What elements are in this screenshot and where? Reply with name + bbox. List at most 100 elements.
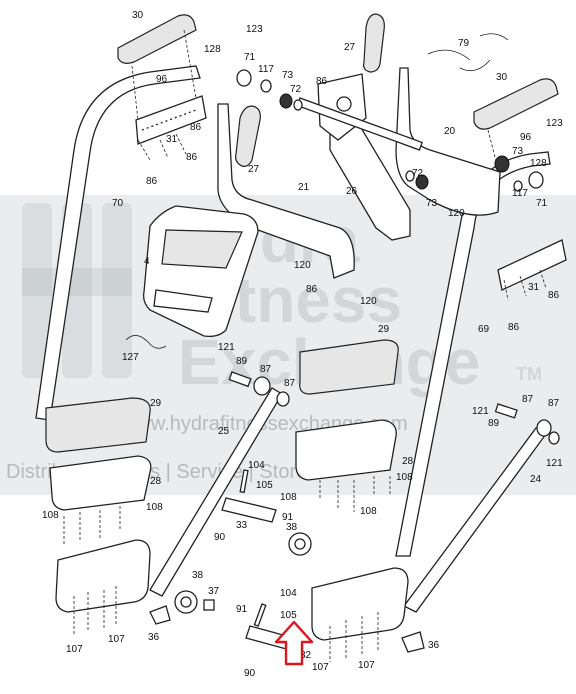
callout: 71 <box>536 198 548 209</box>
callout: 21 <box>298 182 310 193</box>
callout: 120 <box>294 260 311 271</box>
callout: 117 <box>512 188 528 199</box>
callout: 38 <box>192 570 204 581</box>
left-upper-arm <box>35 65 201 421</box>
callout: 89 <box>236 356 248 367</box>
callout: 89 <box>488 418 500 429</box>
brand-logo-icon <box>22 203 132 378</box>
callout: 38 <box>286 522 298 533</box>
callout: 36 <box>148 632 160 643</box>
callout: 20 <box>444 126 456 137</box>
up-arrow-icon <box>274 620 314 666</box>
right-grip <box>363 13 385 73</box>
callout: 27 <box>344 42 356 53</box>
right-handle-cover <box>497 239 567 291</box>
callout: 120 <box>448 208 465 219</box>
wire-harness <box>125 335 167 349</box>
upper-bracket <box>221 497 277 523</box>
callout: 86 <box>146 176 158 187</box>
callout: 70 <box>112 198 124 209</box>
callout: 29 <box>150 398 162 409</box>
callout: 108 <box>396 472 413 483</box>
callout: 121 <box>546 458 563 469</box>
left-grip <box>235 105 261 167</box>
callout: 24 <box>530 474 542 485</box>
callout: 32 <box>300 650 312 661</box>
right-pedal-frame <box>295 419 397 481</box>
callout: 108 <box>146 502 163 513</box>
callout: 86 <box>306 284 318 295</box>
callout: 36 <box>428 640 440 651</box>
left-handle-grip <box>117 14 197 64</box>
callout: 37 <box>208 586 220 597</box>
callout: 108 <box>42 510 59 521</box>
callout: 87 <box>548 398 560 409</box>
callout-labels: 30 123 128 71 117 73 72 96 31 86 86 86 2… <box>42 10 563 679</box>
callout: 104 <box>248 460 265 471</box>
callout: 33 <box>236 520 248 531</box>
screws-107 <box>73 586 379 662</box>
center-mast <box>329 125 411 241</box>
watermark-trademark: TM <box>516 364 542 384</box>
callout: 86 <box>186 152 198 163</box>
callout: 71 <box>244 52 256 63</box>
callout: 72 <box>412 168 424 179</box>
callout: 128 <box>530 158 547 169</box>
left-clip <box>149 605 171 625</box>
callout: 127 <box>122 352 139 363</box>
callout: 30 <box>132 10 144 21</box>
callout: 90 <box>244 668 256 679</box>
bushing-set-upper-left <box>236 69 303 111</box>
callout: 108 <box>280 492 297 503</box>
callout: 121 <box>218 342 235 353</box>
callout: 29 <box>378 324 390 335</box>
callout: 91 <box>236 604 248 615</box>
callout: 105 <box>280 610 297 621</box>
callout: 73 <box>512 146 524 157</box>
callout: 128 <box>204 44 221 55</box>
callout: 96 <box>156 74 168 85</box>
callout: 30 <box>496 72 508 83</box>
callout: 123 <box>546 118 563 129</box>
callout: 107 <box>312 662 329 673</box>
callout: 86 <box>316 76 328 87</box>
callout: 105 <box>256 480 273 491</box>
parts-drawing <box>35 13 567 662</box>
callout: 31 <box>528 282 540 293</box>
callout: 86 <box>548 290 560 301</box>
callout: 87 <box>284 378 296 389</box>
callout: 26 <box>346 186 358 197</box>
callout: 117 <box>258 64 274 75</box>
callout: 121 <box>472 406 489 417</box>
callout: 25 <box>218 426 230 437</box>
callout: 73 <box>282 70 294 81</box>
callout: 120 <box>360 296 377 307</box>
callout: 69 <box>478 324 490 335</box>
callout: 79 <box>458 38 470 49</box>
callout: 28 <box>150 476 162 487</box>
callout: 108 <box>360 506 377 517</box>
callout: 73 <box>426 198 438 209</box>
callout: 91 <box>282 512 294 523</box>
right-pedal-base <box>311 567 409 641</box>
bushing-set-upper-right <box>405 155 544 192</box>
callout: 27 <box>248 164 260 175</box>
sensor-wires <box>427 33 509 72</box>
left-pedal-base <box>55 539 151 613</box>
left-pedal-pad <box>45 397 151 453</box>
callout: 104 <box>280 588 297 599</box>
callout: 107 <box>358 660 375 671</box>
left-handle-cover <box>135 95 207 145</box>
right-clip <box>401 631 425 653</box>
left-pedal-frame <box>49 455 152 511</box>
callout: 90 <box>214 532 226 543</box>
callout: 86 <box>190 122 202 133</box>
callout: 31 <box>166 134 178 145</box>
callout: 87 <box>260 364 272 375</box>
callout: 96 <box>520 132 532 143</box>
callout: 123 <box>246 24 263 35</box>
callout: 107 <box>108 634 125 645</box>
callout: 28 <box>402 456 414 467</box>
callout: 87 <box>522 394 534 405</box>
